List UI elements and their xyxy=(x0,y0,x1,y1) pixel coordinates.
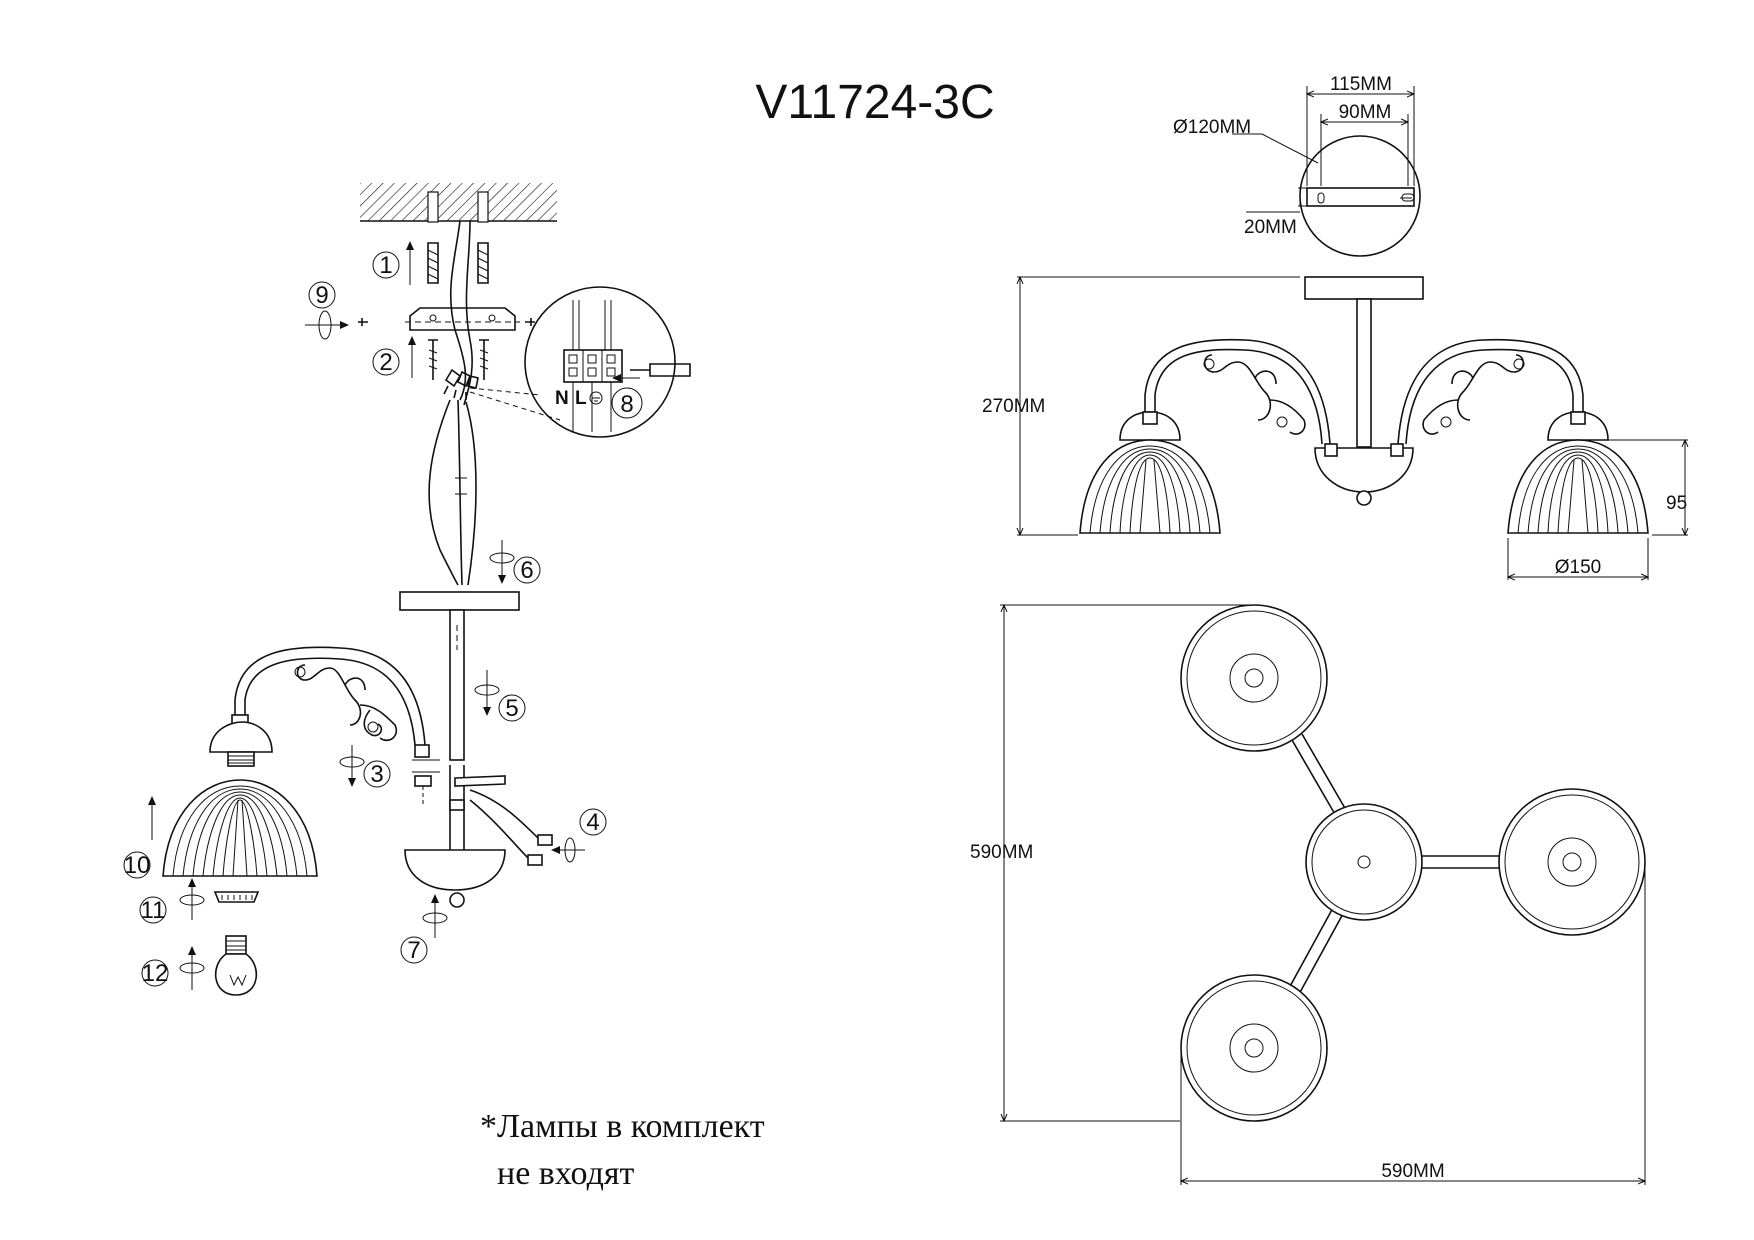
light-bulb-icon xyxy=(214,935,258,996)
shade-ring xyxy=(213,891,260,903)
step-8-label: 8 xyxy=(620,391,633,418)
scroll-ornament xyxy=(294,664,398,742)
step-6-label: 6 xyxy=(520,557,533,584)
dim-total-height: 270MM xyxy=(982,396,1045,417)
dim-span-vertical: 590MM xyxy=(970,842,1033,863)
step-12-label: 12 xyxy=(142,960,169,987)
step-11-label: 11 xyxy=(141,897,166,924)
exploded-assembly: 1 9 2 xyxy=(123,183,691,996)
step-4-label: 4 xyxy=(586,809,599,836)
wire-connectors xyxy=(443,368,479,400)
glass-shade xyxy=(162,779,318,877)
lamp-socket-cup xyxy=(209,721,273,753)
wiring-detail: N L 8 xyxy=(469,286,691,438)
canopy-top-view: 115MM 90MM Ø120MM 20MM xyxy=(1173,74,1421,257)
lamp-arm xyxy=(231,646,430,758)
step-1-label: 1 xyxy=(379,252,392,279)
step-3-label: 3 xyxy=(370,761,383,788)
dim-shade-height: 95 xyxy=(1666,493,1687,514)
mounting-screws xyxy=(428,339,489,380)
wire-live-label: L xyxy=(575,388,587,409)
side-elevation: 270MM 95 Ø150 xyxy=(982,277,1688,580)
dim-shade-diameter: Ø150 xyxy=(1555,557,1601,578)
note-line-2: не входят xyxy=(497,1155,635,1192)
plan-view: 590MM 590MM xyxy=(970,605,1645,1185)
step-7-label: 7 xyxy=(407,937,420,964)
note-line-1: *Лампы в комплект xyxy=(480,1108,765,1145)
ceiling-hatch xyxy=(360,183,557,221)
dim-bracket-width: 115MM xyxy=(1330,74,1392,95)
step-5-label: 5 xyxy=(505,695,518,722)
wire-neutral-label: N xyxy=(555,388,569,409)
model-title: V11724-3C xyxy=(755,76,994,129)
step-9-label: 9 xyxy=(315,282,328,309)
dim-hole-spacing: 90MM xyxy=(1339,102,1392,123)
wall-plug-right xyxy=(477,242,489,284)
mounting-bracket xyxy=(405,307,520,331)
step-2-label: 2 xyxy=(379,349,392,376)
dim-span-horizontal: 590MM xyxy=(1381,1161,1444,1182)
center-bowl xyxy=(404,849,506,891)
dim-canopy-diameter: Ø120MM xyxy=(1173,117,1251,138)
wall-plug-left xyxy=(427,242,439,284)
center-rod xyxy=(449,609,465,761)
step-10-label: 10 xyxy=(124,852,151,879)
dim-bracket-height: 20MM xyxy=(1244,217,1297,238)
canopy-plate xyxy=(399,591,520,611)
